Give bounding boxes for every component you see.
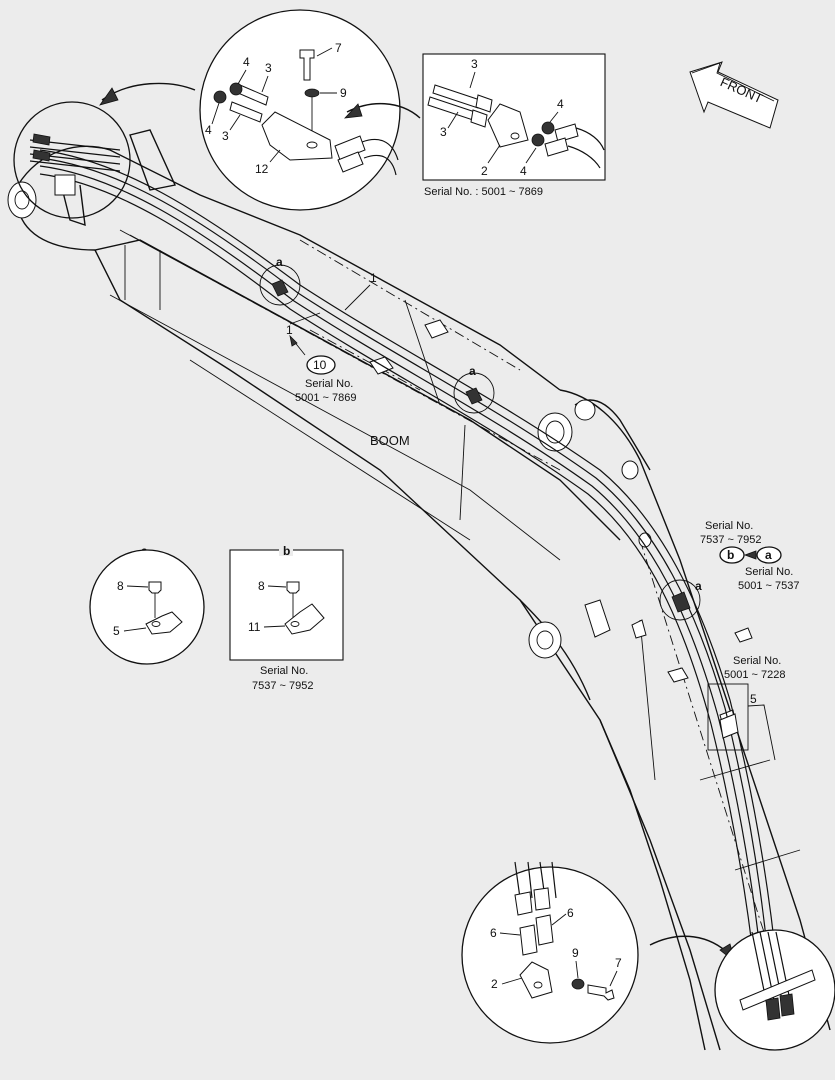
serial-right-a-line2: 5001 ~ 7537 (738, 580, 799, 592)
clamp-box-5: 5 (707, 683, 776, 761)
clamp-marker-upper-label: a (276, 255, 283, 269)
part-5-label-a: 5 (113, 624, 120, 638)
part-11-label: 11 (248, 620, 261, 634)
detail-bottom-bracket: 6 6 9 7 2 (461, 861, 639, 1044)
part-3-label-d: 3 (440, 125, 447, 139)
arrowhead-bracket12 (343, 103, 363, 119)
serial-b-line1: Serial No. (260, 665, 308, 677)
detail-a-clamp: a 8 5 (89, 544, 205, 665)
clamp-marker-middle: a (453, 364, 495, 414)
clamp-marker-middle-label: a (469, 364, 476, 378)
serial-mid-line1: Serial No. (305, 378, 353, 390)
part-3-label-b: 3 (222, 129, 229, 143)
detail-head-end (13, 101, 131, 219)
serial-right-low-line2: 5001 ~ 7228 (724, 669, 785, 681)
part-1-label-upper: 1 (370, 271, 377, 285)
part-6-label-left: 6 (490, 926, 497, 940)
part-2-label-top: 2 (481, 164, 488, 178)
right-serial-notes: Serial No. 7537 ~ 7952 b a Serial No. 50… (700, 520, 799, 681)
part-1-label-lower: 1 (286, 323, 293, 337)
ref-b-label: b (727, 548, 734, 562)
boom-label: BOOM (370, 433, 410, 448)
serial-right-low-line1: Serial No. (733, 655, 781, 667)
clamp-marker-upper: a (259, 255, 301, 306)
part-12-label: 12 (255, 162, 269, 176)
detail-box-bracket-2: 3 3 4 4 2 Serial No. : 5001 ~ 7869 (422, 53, 606, 198)
part-5-box-label: 5 (750, 692, 757, 706)
part-9-label-bottom: 9 (572, 946, 579, 960)
part-3-label-c: 3 (471, 57, 478, 71)
clamp-marker-lower-label: a (695, 579, 702, 593)
serial-top-box: Serial No. : 5001 ~ 7869 (424, 186, 543, 198)
detail-arm-end (714, 929, 835, 1051)
ref-a-label: a (765, 548, 772, 562)
part-6-label-right: 6 (567, 906, 574, 920)
part-9-label-top: 9 (340, 86, 347, 100)
serial-mid-line2: 5001 ~ 7869 (295, 392, 356, 404)
serial-right-b-line1: Serial No. (705, 520, 753, 532)
part-7-label-top: 7 (335, 41, 342, 55)
part-4-label-d: 4 (520, 164, 527, 178)
part-10-label: 10 (313, 358, 327, 372)
bolt-7-bottom (587, 984, 615, 1001)
washer-9 (304, 88, 320, 98)
serial-right-b-line2: 7537 ~ 7952 (700, 534, 761, 546)
bracket-2 (487, 103, 529, 148)
part-4-label-a: 4 (243, 55, 250, 69)
part-8-label-b: 8 (258, 579, 265, 593)
part-3-label-a: 3 (265, 61, 272, 75)
front-arrow: FRONT (689, 61, 779, 129)
arrowhead-headend (99, 87, 119, 106)
clamp-marker-lower: a (659, 579, 702, 621)
part-8-label-a: 8 (117, 579, 124, 593)
detail-bracket-12: 7 9 4 3 4 3 12 (199, 9, 401, 211)
bracket-2-bottom (519, 961, 553, 999)
part-4-label-b: 4 (205, 123, 212, 137)
part-2-label-bottom: 2 (491, 977, 498, 991)
hydraulic-hoses (39, 149, 781, 1001)
bolt-7 (299, 49, 315, 81)
serial-b-line2: 7537 ~ 7952 (252, 680, 313, 692)
detail-b-title-over: b (283, 544, 290, 558)
part-4-label-c: 4 (557, 97, 564, 111)
detail-b-clamp: b b 8 11 Serial No. 7537 ~ 7952 (229, 544, 344, 692)
serial-right-a-line1: Serial No. (745, 566, 793, 578)
part-7-label-bottom: 7 (615, 956, 622, 970)
